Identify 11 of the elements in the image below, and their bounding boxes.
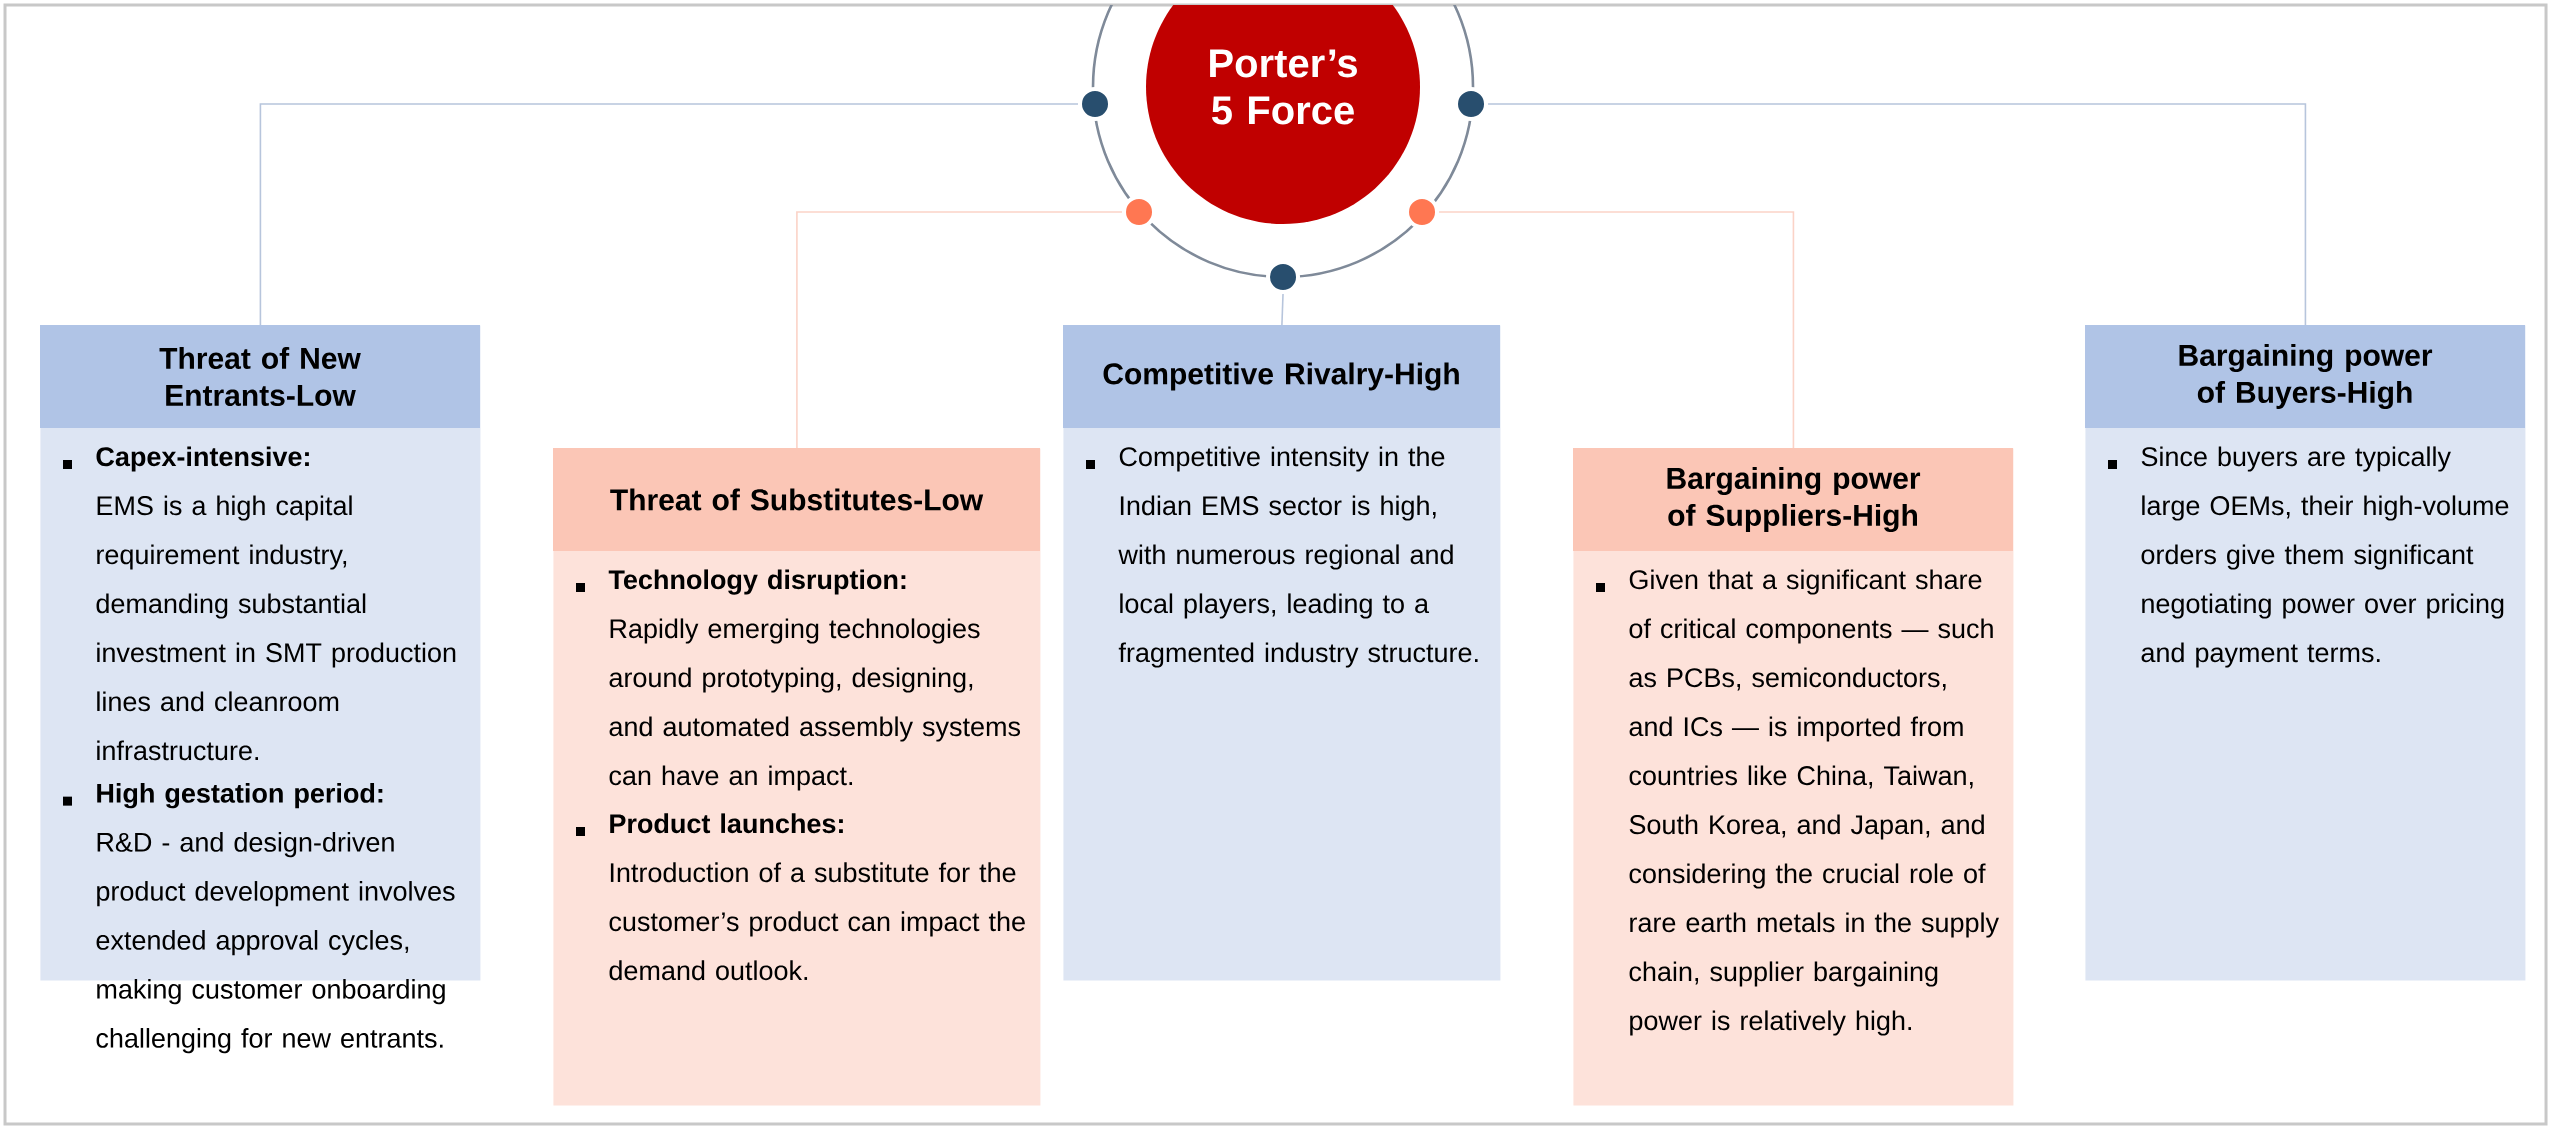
force-box: Threat of New Entrants-Low Capex-intensive: EMS is a high capital requirement industry, demanding substantial investment in SMT production lines and cleanroom infrastructure. High gestation period: R&D - and design-driven product development involves extended approval cycles, making customer onboarding challenging for new entrants. — [40, 325, 481, 1054]
connector-line — [1487, 103, 2307, 326]
force-box: Bargaining power of Buyers-High Since buyers are typically large OEMs, their high-volume orders give them significant negotiating power over pricing and payment terms. — [2085, 325, 2526, 981]
connector-line — [796, 211, 1123, 449]
connector-line — [259, 103, 1079, 326]
connector-line — [1438, 211, 1795, 449]
connector-line — [1281, 293, 1284, 326]
force-box: Competitive Rivalry-High Competitive intensity in the Indian EMS sector is high, with numerous regional and local players, leading to a fragmented industry structure. — [1063, 325, 1501, 981]
node-label: making customer onboarding challenging for new entrants. — [96, 979, 445, 1054]
force-box: Bargaining power of Suppliers-High Given that a significant share of critical components — such as PCBs, semiconductors, and ICs — is imported from countries like China, Taiwan, South Korea, and Japan, and considering the crucial role of rare earth metals in the supply chain, supplier bargaining power is relatively high. — [1573, 448, 2014, 1106]
force-box: Threat of Substitutes-Low Technology disruption: Rapidly emerging technologies around prototyping, designing, and automated assembly systems can have an impact. Product launches: Introduction of a substitute for the customer’s product can impact the demand outlook. — [553, 448, 1041, 1106]
